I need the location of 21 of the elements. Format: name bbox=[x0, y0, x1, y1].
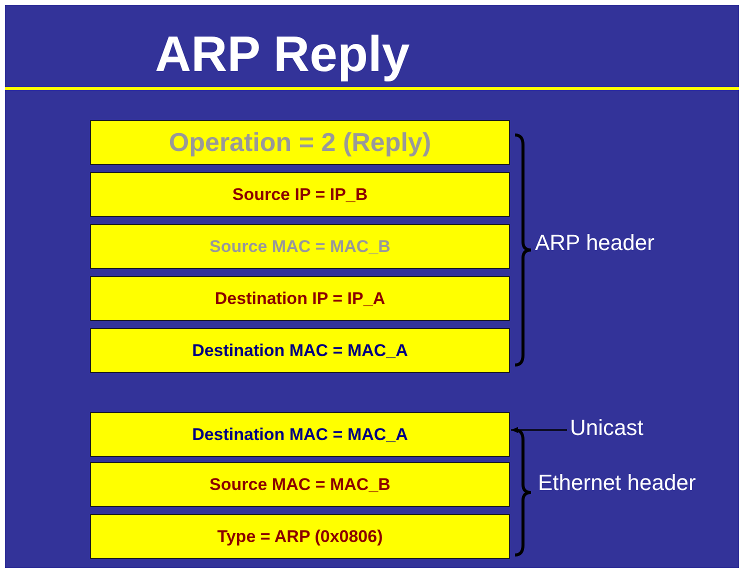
field-box bbox=[90, 412, 510, 457]
field-box bbox=[90, 462, 510, 507]
field-label: Destination MAC = MAC_A bbox=[192, 340, 408, 360]
field-label: Source MAC = MAC_B bbox=[210, 474, 390, 494]
field-label: Destination MAC = MAC_A bbox=[192, 424, 408, 444]
field-label: Source IP = IP_B bbox=[232, 184, 368, 204]
callout-text: Unicast bbox=[570, 415, 644, 440]
field-label: Destination IP = IP_A bbox=[214, 288, 386, 308]
slide-title: ARP Reply bbox=[155, 25, 410, 83]
field-label: Operation = 2 (Reply) bbox=[168, 127, 432, 158]
field-box bbox=[90, 224, 510, 269]
field-label: Type = ARP (0x0806) bbox=[217, 526, 383, 546]
bracket-label: ARP header bbox=[535, 230, 654, 256]
leader-line bbox=[511, 427, 567, 433]
bracket-label: Ethernet header bbox=[538, 470, 696, 496]
field-box bbox=[90, 172, 510, 217]
field-label: Source MAC = MAC_B bbox=[210, 236, 390, 256]
field-box bbox=[90, 120, 510, 165]
field-box bbox=[90, 276, 510, 321]
field-box bbox=[90, 328, 510, 373]
field-box bbox=[90, 514, 510, 559]
